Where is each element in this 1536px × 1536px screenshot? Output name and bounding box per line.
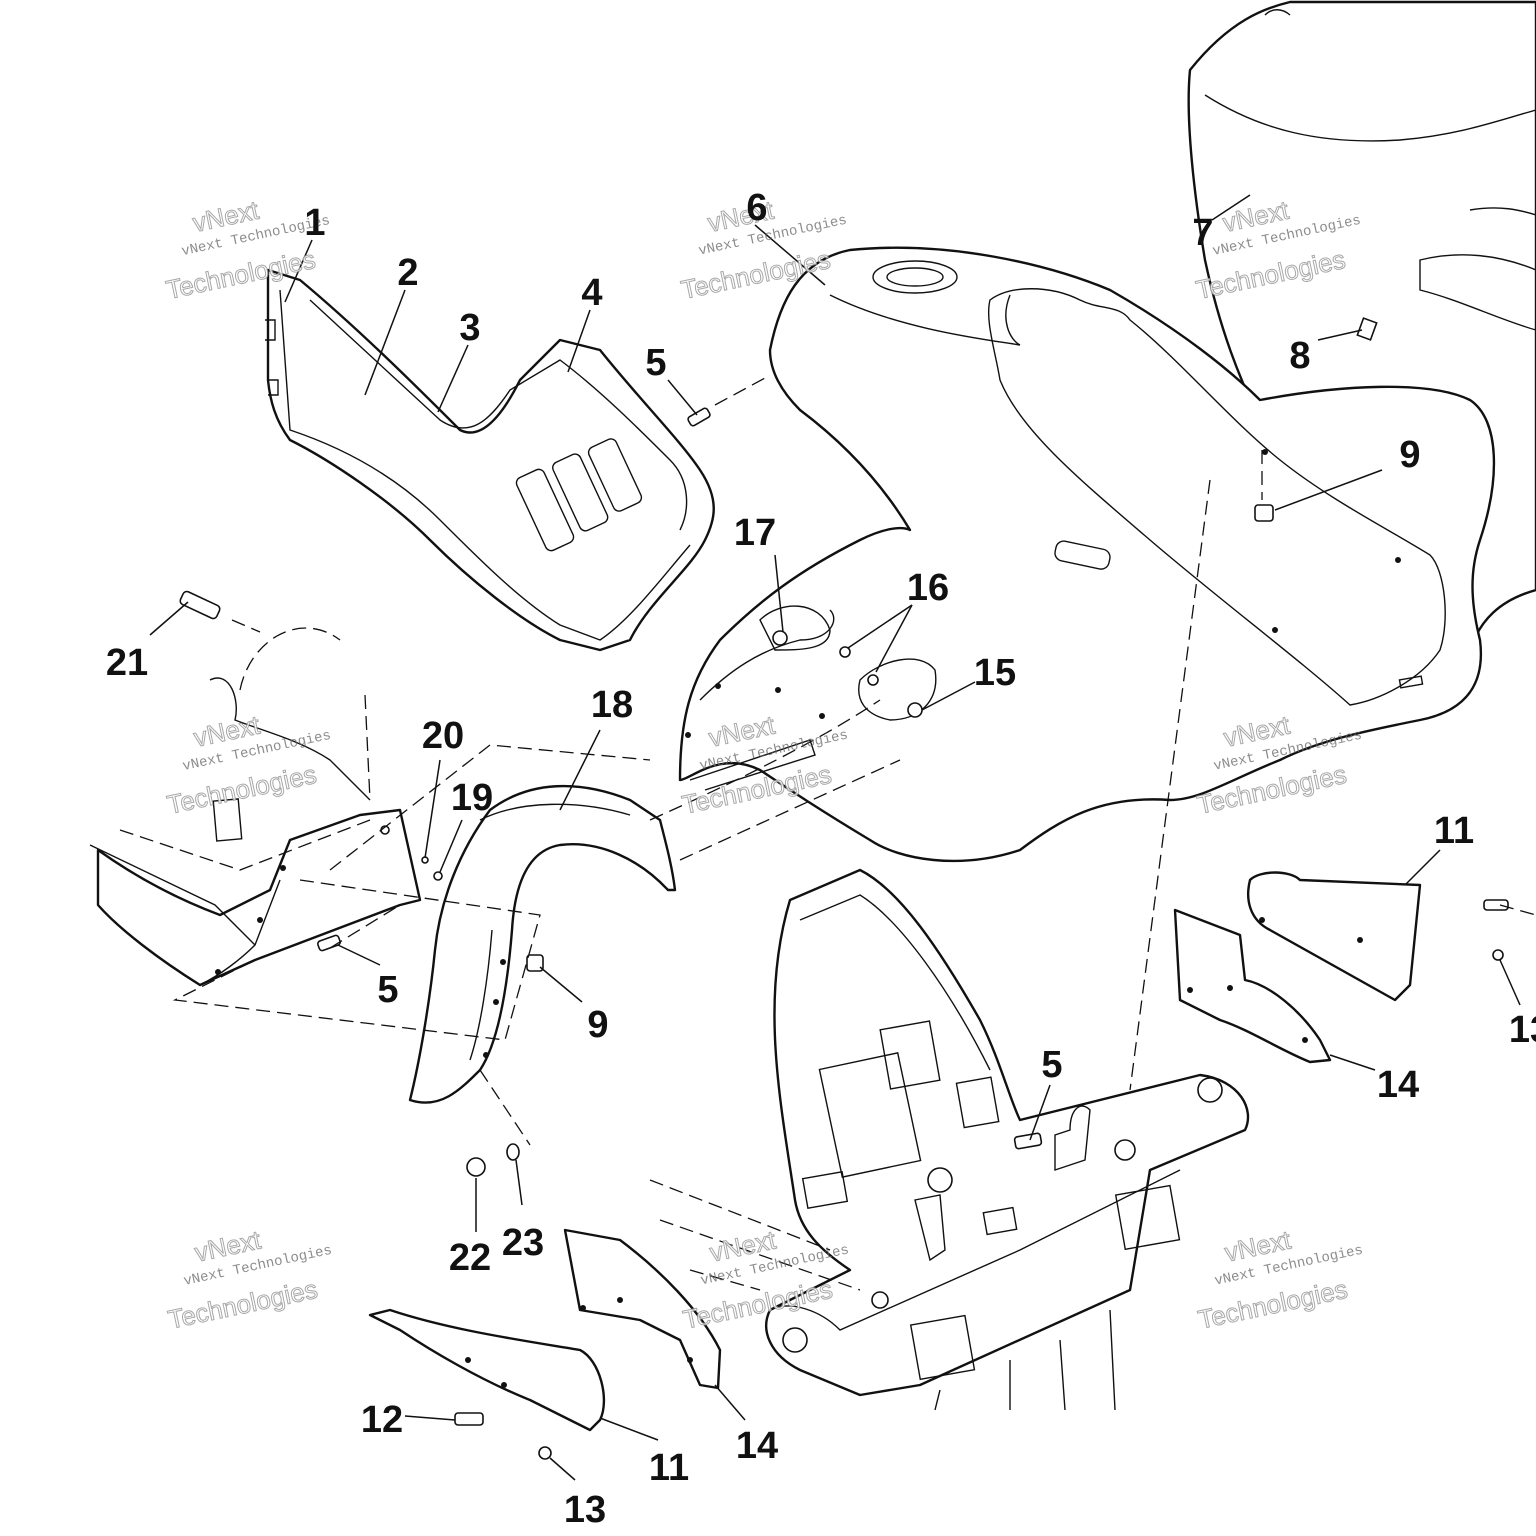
callout-13-left: 13 — [564, 1489, 606, 1531]
bolt-21 — [179, 590, 221, 620]
nut-9a — [1254, 504, 1274, 522]
callout-5-top: 5 — [645, 342, 666, 384]
watermark-7: vNext vNext Technologies Technologies — [165, 1224, 334, 1335]
bolt-12 — [454, 1412, 484, 1426]
callout-12: 12 — [361, 1399, 403, 1441]
callout-18: 18 — [591, 684, 633, 726]
callout-13-right: 13 — [1509, 1009, 1536, 1051]
callout-labels: 1 2 3 4 5 6 7 8 9 17 16 15 21 20 19 18 5… — [106, 187, 1536, 1531]
callout-9-top: 9 — [1399, 434, 1420, 476]
callout-8: 8 — [1289, 335, 1310, 377]
rivet-16b — [867, 674, 879, 686]
washer-19 — [433, 871, 443, 881]
vehicle-frame — [765, 868, 1250, 1411]
callout-9-left: 9 — [587, 1004, 608, 1046]
callout-14-right: 14 — [1377, 1064, 1419, 1106]
nut-9b — [526, 954, 544, 972]
callout-14-left: 14 — [736, 1425, 778, 1467]
callout-6: 6 — [746, 187, 767, 229]
washer-23 — [506, 1143, 520, 1161]
callout-5-left: 5 — [377, 969, 398, 1011]
callout-20: 20 — [422, 715, 464, 757]
callout-16: 16 — [907, 567, 949, 609]
callout-7: 7 — [1192, 212, 1213, 254]
callout-11-left: 11 — [649, 1447, 689, 1489]
callout-4: 4 — [581, 272, 602, 314]
fasteners — [179, 317, 1509, 1460]
watermark-9: vNext vNext Technologies Technologies — [1195, 1224, 1365, 1335]
screw-5a — [687, 407, 711, 427]
screw-5c — [1013, 1132, 1043, 1150]
nut-15 — [907, 702, 923, 718]
callout-19: 19 — [451, 777, 493, 819]
fender-flare-part-18 — [408, 784, 677, 1104]
nut-22 — [466, 1157, 486, 1177]
callout-17: 17 — [734, 512, 776, 554]
clip-8 — [1356, 317, 1378, 341]
callout-5-frame: 5 — [1041, 1044, 1062, 1086]
alignment-lines — [172, 377, 1536, 1291]
callout-1: 1 — [304, 202, 325, 244]
rivet-16a — [839, 646, 851, 658]
floorboard-and-bracket — [89, 627, 429, 987]
rivet-13b — [1492, 949, 1504, 961]
leader-lines — [149, 194, 1521, 1481]
callout-11-right: 11 — [1434, 810, 1474, 852]
callout-21: 21 — [106, 642, 148, 684]
callout-22: 22 — [449, 1237, 491, 1279]
side-panel-parts-1-4 — [265, 268, 715, 652]
callout-3: 3 — [459, 307, 480, 349]
splash-guards-right — [1173, 871, 1422, 1064]
bolt-right — [1483, 899, 1509, 911]
watermark-4: vNext vNext Technologies Technologies — [164, 709, 333, 820]
screw-17 — [772, 630, 788, 646]
callout-15: 15 — [974, 652, 1016, 694]
splash-guards-left — [368, 1228, 722, 1432]
callout-2: 2 — [397, 252, 418, 294]
front-fender-part-6 — [678, 246, 1496, 863]
rivet-13a — [538, 1446, 552, 1460]
callout-23: 23 — [502, 1222, 544, 1264]
